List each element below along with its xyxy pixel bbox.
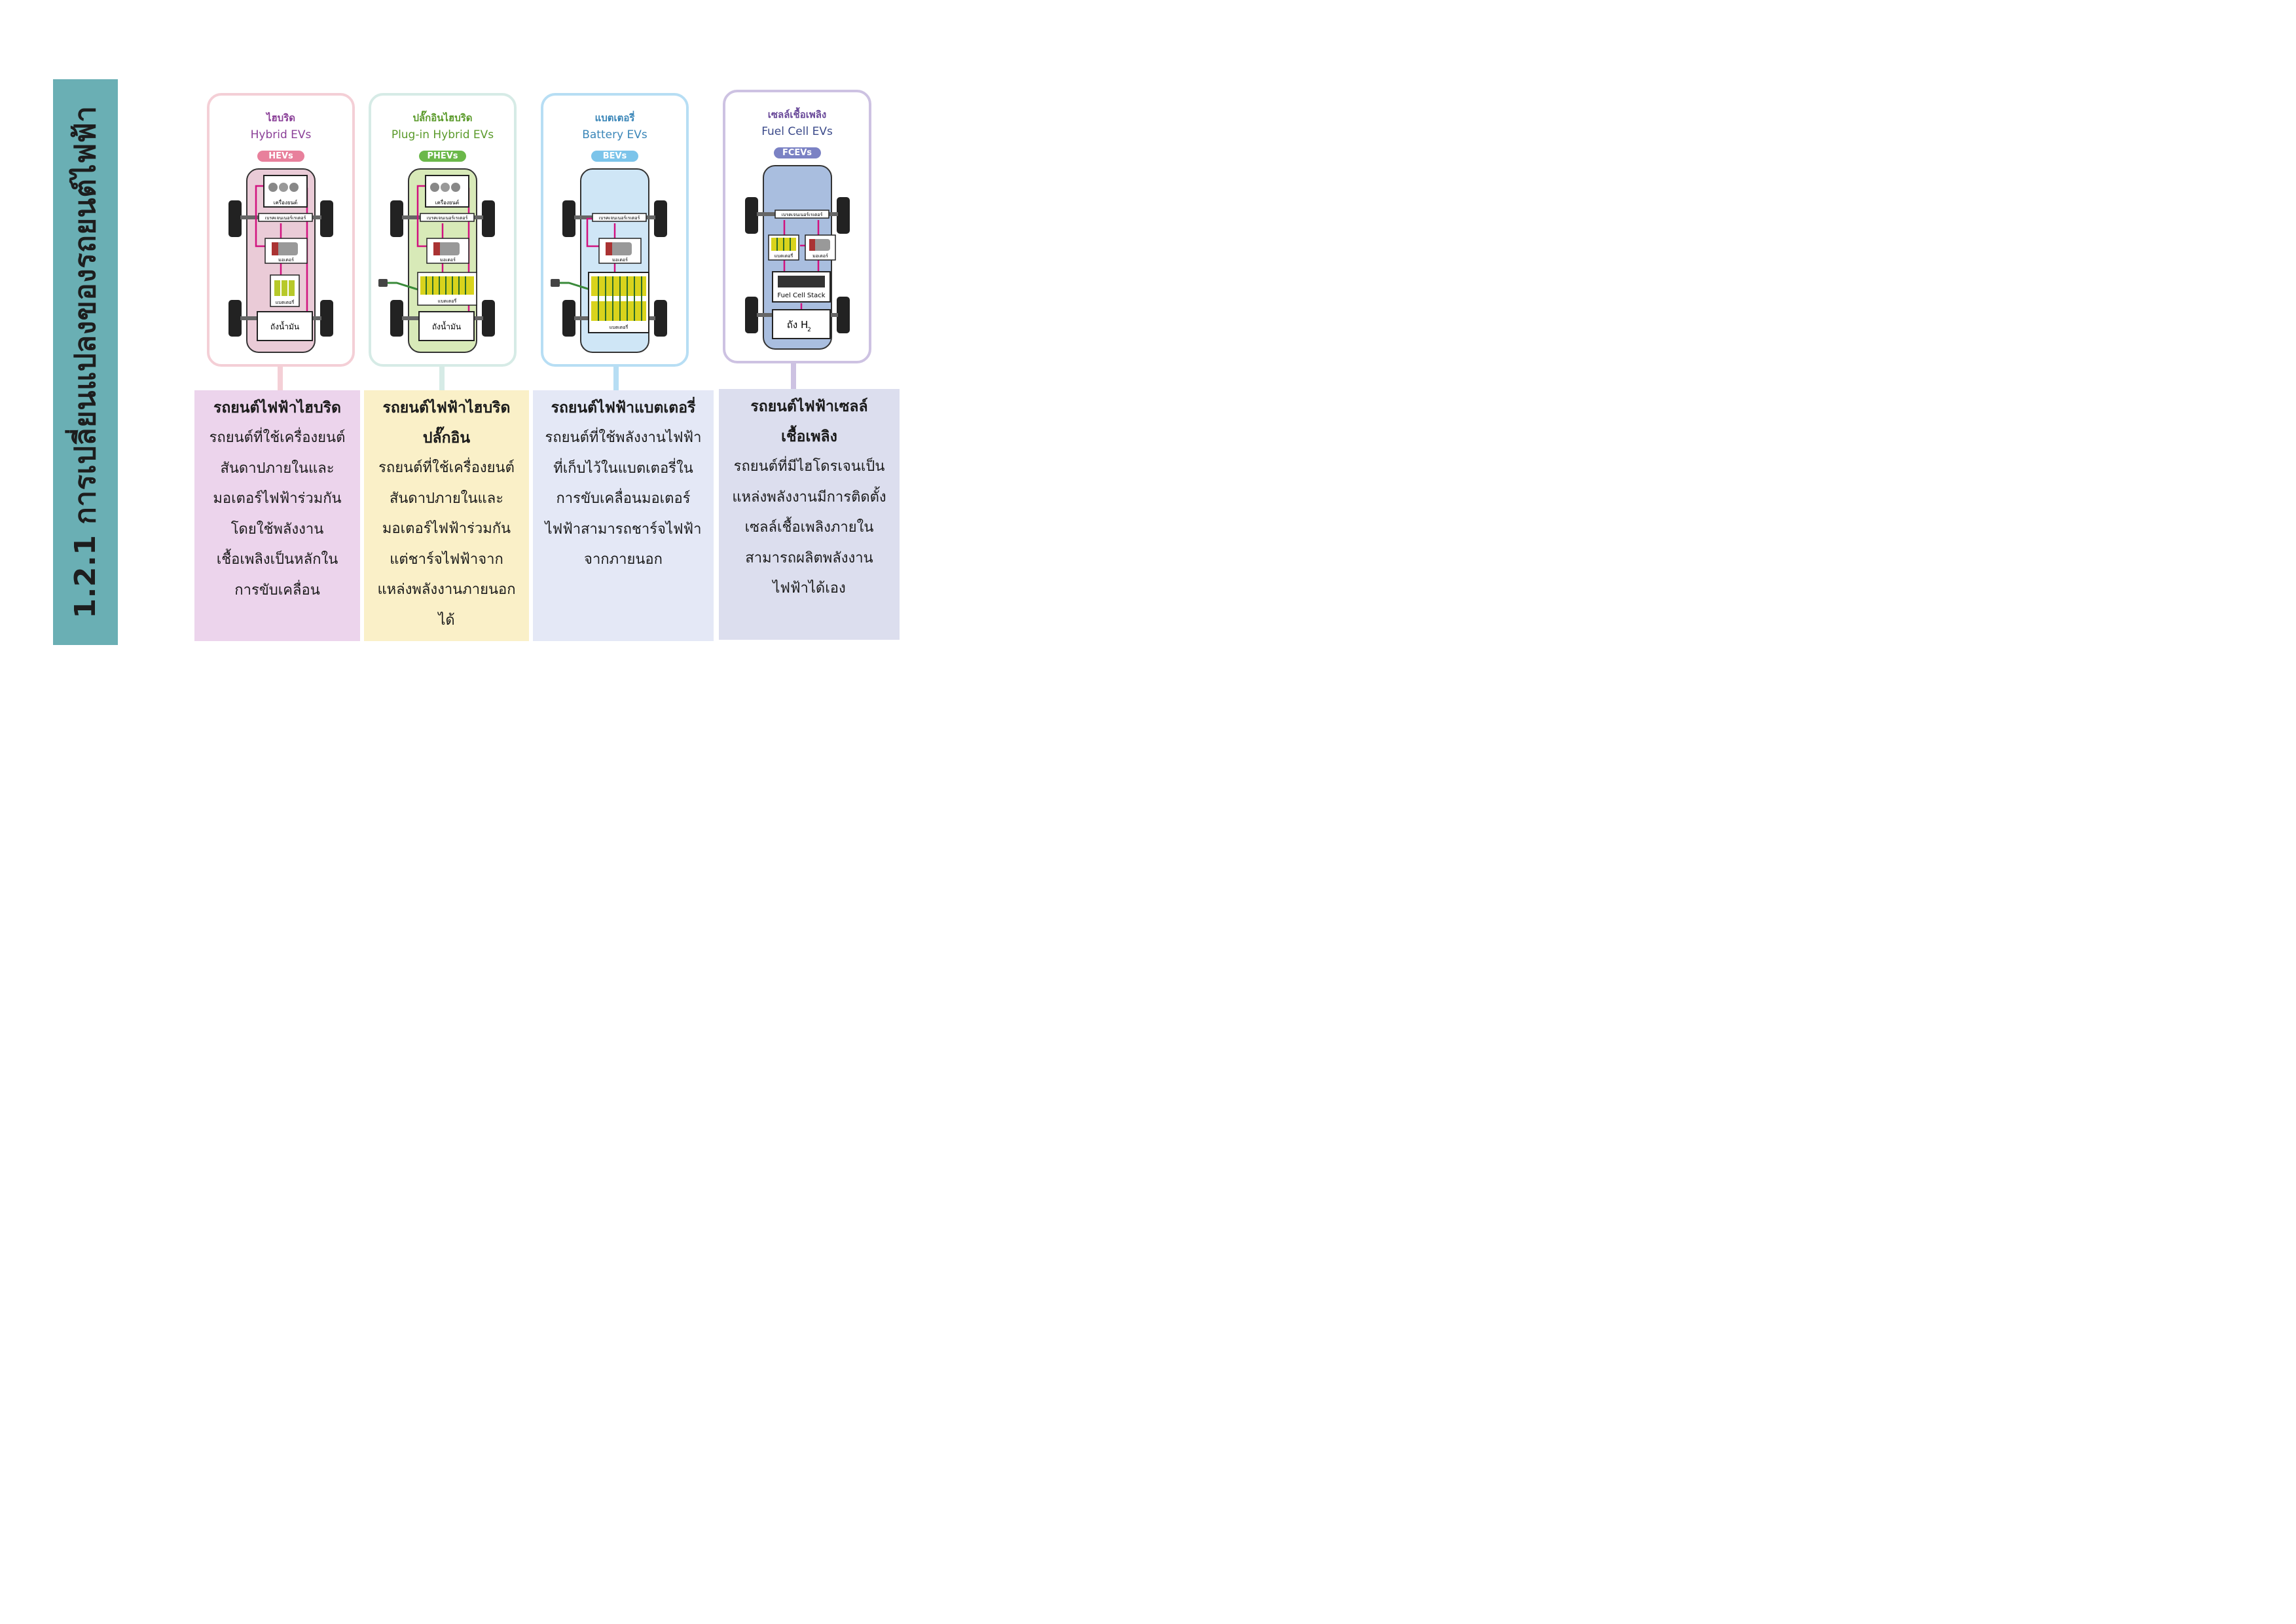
label-generator: เบรคเจนเนอร์เรเตอร์ bbox=[599, 215, 640, 221]
box-line: รถยนต์ที่ใช้เครื่องยนต์ bbox=[209, 430, 346, 446]
card-thai-title: เซลล์เชื้อเพลิง bbox=[767, 109, 827, 120]
box-line: สามารถผลิตพลังงาน bbox=[745, 549, 873, 566]
badge-bevs: BEVs bbox=[591, 151, 638, 162]
label-generator: เบรคเจนเนอร์เรเตอร์ bbox=[781, 212, 822, 217]
label-battery: แบตเตอรี่ bbox=[610, 324, 629, 330]
car-diagram-hybrid: เครื่องยนต์ เบรคเจนเนอร์เรเตอร์ มอเตอร์ … bbox=[228, 168, 333, 353]
box-line: โดยใช้พลังงาน bbox=[230, 521, 324, 538]
label-engine: เครื่องยนต์ bbox=[435, 198, 459, 206]
description-box-hybrid: รถยนต์ไฟฟ้าไฮบริด รถยนต์ที่ใช้เครื่องยนต… bbox=[194, 390, 360, 641]
box-line: แหล่งพลังงานมีการติดตั้ง bbox=[732, 489, 886, 506]
box-title: รถยนต์ไฟฟ้าไฮบริด ปลั๊กอิน bbox=[382, 399, 511, 447]
box-line: มอเตอร์ไฟฟ้าร่วมกัน bbox=[382, 521, 511, 537]
badge-fcevs: FCEVs bbox=[773, 147, 821, 158]
box-title: รถยนต์ไฟฟ้าไฮบริด bbox=[213, 399, 341, 416]
label-generator: เบรคเจนเนอร์เรเตอร์ bbox=[265, 215, 306, 221]
label-motor: มอเตอร์ bbox=[278, 257, 294, 263]
label-battery: แบตเตอรี่ bbox=[774, 253, 793, 259]
card-english-title: Plug-in Hybrid EVs bbox=[391, 128, 494, 141]
label-h2-tank: ถัง H bbox=[786, 319, 807, 331]
car-diagram-fuel-cell: เบรคเจนเนอร์เรเตอร์ แบตเตอรี่ มอเตอร์ Fu… bbox=[744, 165, 850, 350]
box-line: รถยนต์ที่ใช้พลังงานไฟฟ้า bbox=[545, 430, 702, 446]
box-line: ที่เก็บไว้ในแบตเตอรี่ใน bbox=[553, 460, 693, 477]
box-line: สันดาปภายในและ bbox=[389, 490, 504, 507]
card-hybrid: ไฮบริด Hybrid EVs HEVs เครื่องยนต์ เบรคเ… bbox=[207, 93, 355, 367]
card-fuel-cell: เซลล์เชื้อเพลิง Fuel Cell EVs FCEVs เบรค… bbox=[723, 90, 871, 363]
box-line: ไฟฟ้าสามารถชาร์จไฟฟ้า bbox=[545, 521, 702, 538]
box-line: ไฟฟ้าได้เอง bbox=[773, 580, 846, 597]
label-battery: แบตเตอรี่ bbox=[276, 299, 295, 305]
label-battery: แบตเตอรี่ bbox=[438, 298, 457, 304]
card-plugin-hybrid: ปลั๊กอินไฮบริด Plug-in Hybrid EVs PHEVs … bbox=[369, 93, 517, 367]
label-generator: เบรคเจนเนอร์เรเตอร์ bbox=[427, 215, 468, 221]
box-line: ได้ bbox=[438, 612, 455, 629]
description-box-plugin-hybrid: รถยนต์ไฟฟ้าไฮบริด ปลั๊กอิน รถยนต์ที่ใช้เ… bbox=[364, 390, 529, 641]
card-thai-title: ปลั๊กอินไฮบริด bbox=[412, 112, 473, 124]
box-line: จากภายนอก bbox=[584, 551, 663, 568]
label-engine: เครื่องยนต์ bbox=[274, 198, 297, 206]
description-box-fuel-cell: รถยนต์ไฟฟ้าเซลล์ เชื้อเพลิง รถยนต์ที่มีไ… bbox=[719, 389, 900, 640]
connector-stem bbox=[613, 367, 619, 390]
box-line: สันดาปภายในและ bbox=[220, 460, 335, 477]
box-line: รถยนต์ที่มีไฮโดรเจนเป็น bbox=[733, 458, 885, 475]
card-english-title: Hybrid EVs bbox=[250, 128, 312, 141]
box-line: การขับเคลื่อน bbox=[234, 581, 320, 599]
box-title: รถยนต์ไฟฟ้าแบตเตอรี่ bbox=[551, 399, 696, 416]
box-line: แหล่งพลังงานภายนอก bbox=[377, 581, 516, 598]
box-line: เชื้อเพลิงเป็นหลักใน bbox=[216, 551, 338, 568]
box-line: แต่ชาร์จไฟฟ้าจาก bbox=[390, 551, 503, 568]
label-motor: มอเตอร์ bbox=[612, 257, 628, 263]
label-motor: มอเตอร์ bbox=[812, 253, 828, 259]
box-line: มอเตอร์ไฟฟ้าร่วมกัน bbox=[213, 490, 342, 507]
card-english-title: Fuel Cell EVs bbox=[761, 125, 833, 138]
card-thai-title: แบตเตอรี่ bbox=[594, 112, 635, 124]
card-battery: แบตเตอรี่ Battery EVs BEVs เบรคเจนเนอร์เ… bbox=[541, 93, 689, 367]
badge-phevs: PHEVs bbox=[419, 151, 466, 162]
connector-stem bbox=[791, 363, 796, 389]
box-line: เซลล์เชื้อเพลิงภายใน bbox=[744, 519, 874, 536]
badge-hevs: HEVs bbox=[257, 151, 304, 162]
car-diagram-battery: เบรคเจนเนอร์เรเตอร์ มอเตอร์ แบตเตอรี่ bbox=[551, 168, 667, 353]
label-fuel-tank: ถังน้ำมัน bbox=[432, 321, 461, 331]
card-english-title: Battery EVs bbox=[582, 128, 647, 141]
card-thai-title: ไฮบริด bbox=[266, 112, 296, 124]
label-h2-subscript: 2 bbox=[807, 327, 811, 333]
label-fuel-tank: ถังน้ำมัน bbox=[270, 321, 299, 331]
title-sidebar bbox=[53, 79, 118, 645]
connector-stem bbox=[439, 367, 445, 390]
box-line: รถยนต์ที่ใช้เครื่องยนต์ bbox=[378, 460, 515, 476]
label-motor: มอเตอร์ bbox=[440, 257, 456, 263]
connector-stem bbox=[278, 367, 283, 390]
label-fuel-cell-stack: Fuel Cell Stack bbox=[777, 292, 825, 299]
description-box-battery: รถยนต์ไฟฟ้าแบตเตอรี่ รถยนต์ที่ใช้พลังงาน… bbox=[533, 390, 714, 641]
page-title: 1.2.1 การเปลี่ยนแปลงของรถยนต์ไฟฟ้า bbox=[69, 105, 102, 619]
car-diagram-plugin-hybrid: เครื่องยนต์ เบรคเจนเนอร์เรเตอร์ มอเตอร์ … bbox=[378, 168, 495, 353]
box-line: การขับเคลื่อนมอเตอร์ bbox=[556, 490, 691, 507]
box-title: รถยนต์ไฟฟ้าเซลล์ เชื้อเพลิง bbox=[750, 398, 868, 445]
